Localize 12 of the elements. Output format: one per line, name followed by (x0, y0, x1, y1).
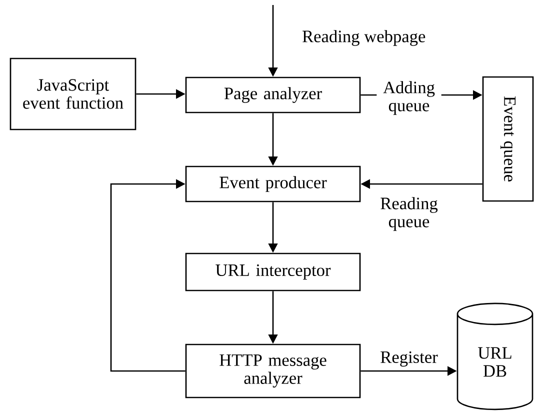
arrow (110, 179, 186, 372)
process-box: URL interceptor (185, 252, 361, 292)
process-box: JavaScript event function (10, 58, 136, 130)
edge-label: Reading queue (376, 196, 442, 232)
process-box: Page analyzer (185, 76, 361, 114)
process-box: Event producer (185, 166, 361, 202)
edge-label: Adding queue (376, 80, 442, 116)
queue-box: Event queue (482, 76, 534, 202)
database-cylinder: URL DB (456, 302, 534, 410)
edge-label: Reading webpage (302, 30, 426, 46)
process-box: HTTP message analyzer (185, 344, 361, 398)
edge-label: Register (376, 350, 442, 368)
